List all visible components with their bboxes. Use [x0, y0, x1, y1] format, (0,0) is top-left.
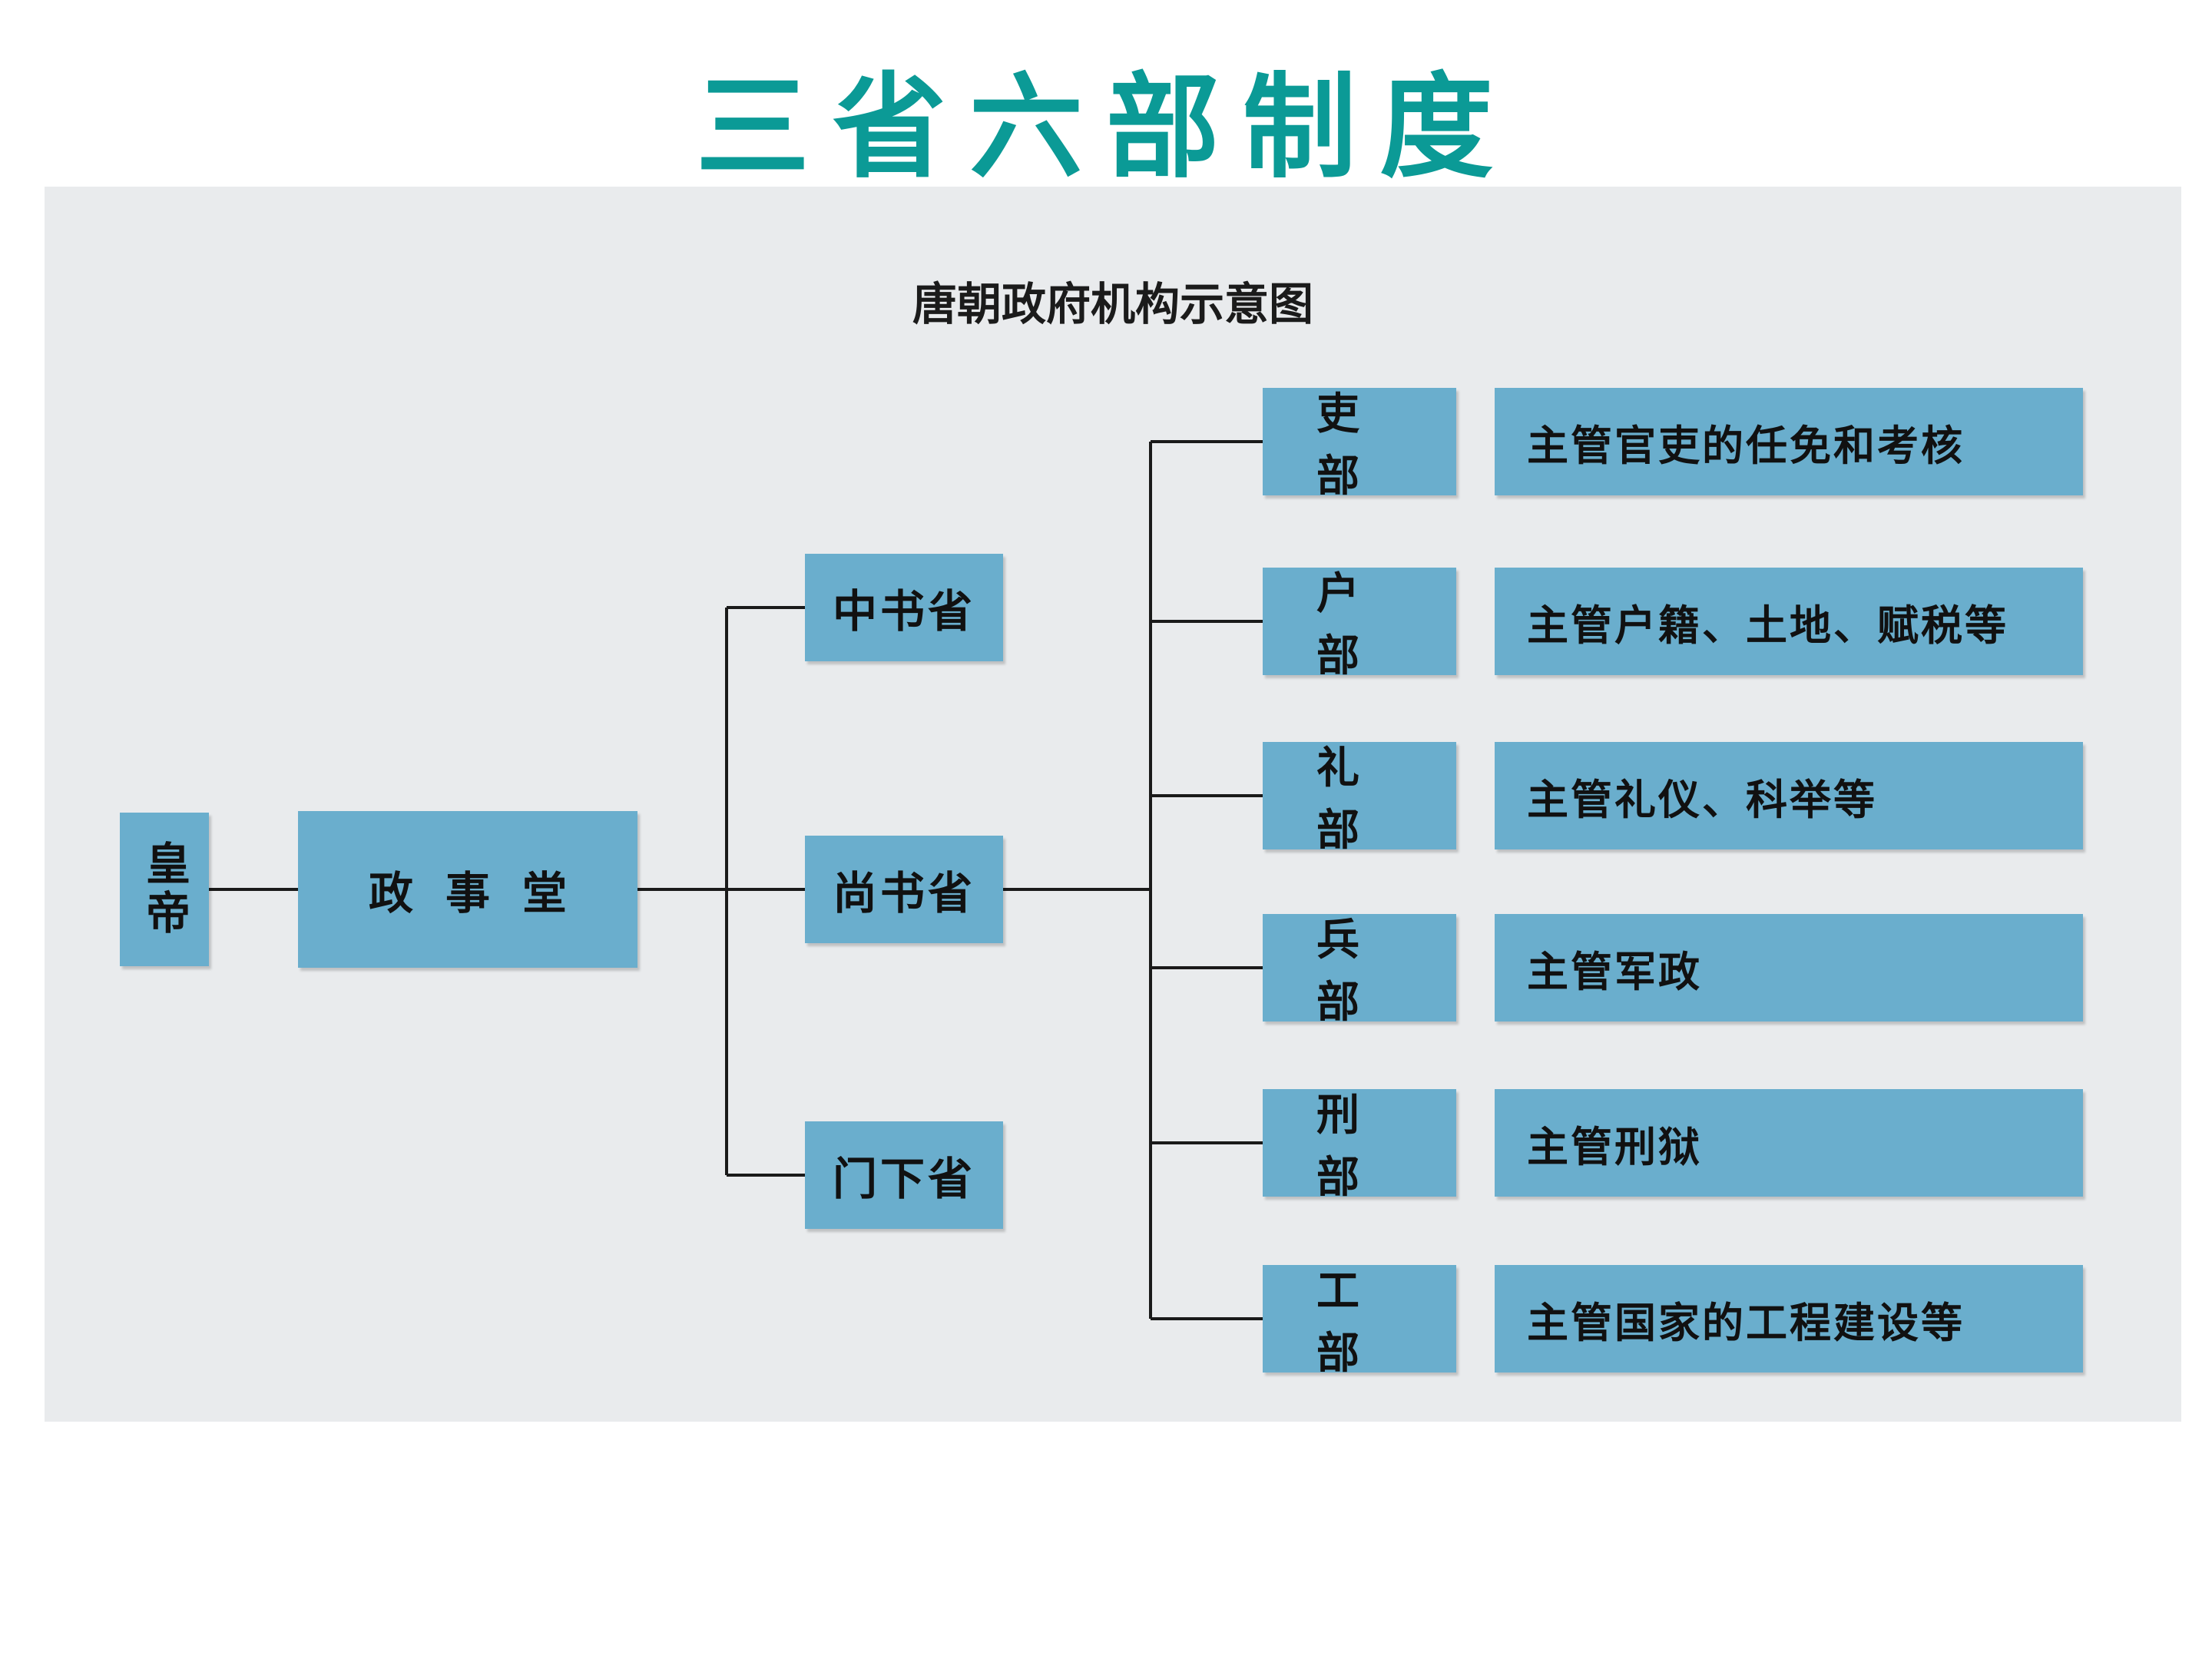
- ministry-label: 户部: [1316, 568, 1413, 681]
- ministry-li2-box: 礼部: [1263, 742, 1456, 856]
- council-box: 政事堂: [298, 811, 637, 968]
- ministry-label: 工部: [1316, 1266, 1413, 1379]
- emperor-box: 皇帝: [120, 813, 209, 966]
- ministry-duty: 主管军政: [1527, 946, 1702, 996]
- duty-li-box: 主管官吏的任免和考核: [1495, 388, 2083, 495]
- ministry-duty: 主管礼仪、科举等: [1527, 774, 1877, 824]
- ministry-li-box: 吏部: [1263, 388, 1456, 502]
- emperor-label: 皇帝: [138, 840, 190, 939]
- province-label: 门下省: [832, 1153, 975, 1205]
- duty-gong-box: 主管国家的工程建设等: [1495, 1265, 2083, 1373]
- ministry-bing-box: 兵部: [1263, 914, 1456, 1028]
- ministry-duty: 主管户籍、土地、赋税等: [1527, 600, 2008, 650]
- ministry-gong-box: 工部: [1263, 1265, 1456, 1379]
- ministry-duty: 主管刑狱: [1527, 1121, 1702, 1171]
- diagram-title: 唐朝政府机构示意图: [912, 278, 1313, 330]
- ministry-xing-box: 刑部: [1263, 1089, 1456, 1203]
- slide-title: 三省六部制度: [696, 60, 1516, 194]
- ministry-duty: 主管官吏的任免和考核: [1527, 420, 1965, 470]
- province-label: 尚书省: [832, 867, 975, 919]
- province-shangshu-box: 尚书省: [805, 836, 1003, 943]
- ministry-label: 兵部: [1316, 915, 1413, 1028]
- ministry-label: 吏部: [1316, 389, 1413, 502]
- duty-li2-box: 主管礼仪、科举等: [1495, 742, 2083, 849]
- province-menxia-box: 门下省: [805, 1121, 1003, 1229]
- ministry-label: 刑部: [1316, 1090, 1413, 1203]
- province-label: 中书省: [832, 585, 975, 637]
- duty-bing-box: 主管军政: [1495, 914, 2083, 1022]
- province-zhongshu-box: 中书省: [805, 554, 1003, 661]
- duty-xing-box: 主管刑狱: [1495, 1089, 2083, 1197]
- diagram-panel: 唐朝政府机构示意图 皇帝 政事堂 中书省: [45, 187, 2181, 1422]
- duty-hu-box: 主管户籍、土地、赋税等: [1495, 568, 2083, 675]
- ministry-duty: 主管国家的工程建设等: [1527, 1297, 1965, 1347]
- ministry-label: 礼部: [1316, 743, 1413, 856]
- connector-lines: [209, 440, 1263, 1320]
- ministry-hu-box: 户部: [1263, 568, 1456, 681]
- council-label: 政事堂: [368, 867, 599, 919]
